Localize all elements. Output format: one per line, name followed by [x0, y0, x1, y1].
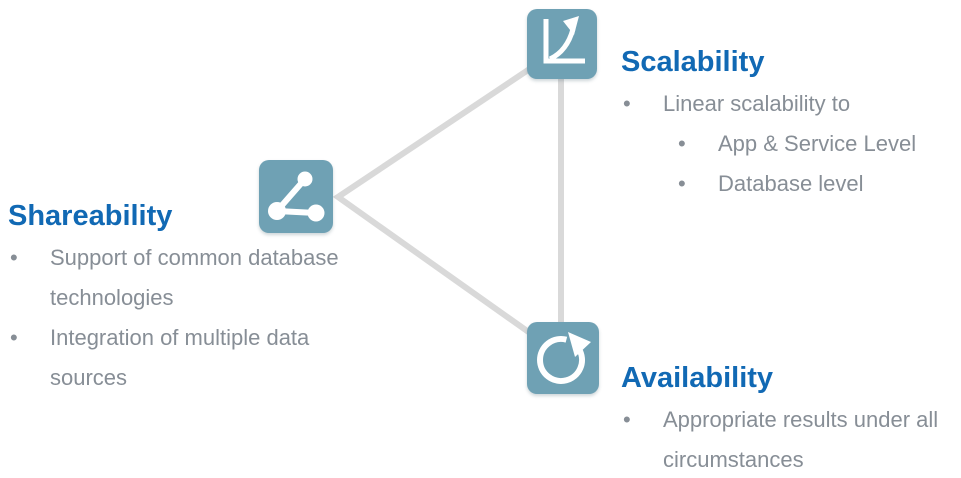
bullet-item: App & Service Level [621, 124, 956, 164]
triangle-connector-shape [332, 42, 564, 361]
section-title: Availability [621, 362, 774, 394]
section-scalability: Scalability Linear scalability to App & … [621, 44, 956, 204]
section-title: Shareability [8, 200, 173, 232]
bullet-item: Support of common database technologies [8, 238, 360, 318]
section-title: Scalability [621, 46, 765, 78]
bullet-list: Linear scalability to App & Service Leve… [621, 84, 956, 204]
bullet-list: Support of common database technologies … [8, 238, 360, 398]
bullet-item: Appropriate results under all circumstan… [621, 400, 956, 478]
bullet-item: Integration of multiple data sources [8, 318, 360, 398]
growth-chart-icon [527, 9, 597, 79]
bullet-list: Appropriate results under all circumstan… [621, 400, 956, 478]
share-nodes-icon [259, 160, 333, 233]
section-shareability: Shareability Support of common database … [8, 198, 360, 398]
circular-arrow-icon [527, 322, 599, 394]
bullet-item: Linear scalability to [621, 84, 956, 124]
section-availability: Availability Appropriate results under a… [621, 360, 956, 478]
bullet-item: Database level [621, 164, 956, 204]
